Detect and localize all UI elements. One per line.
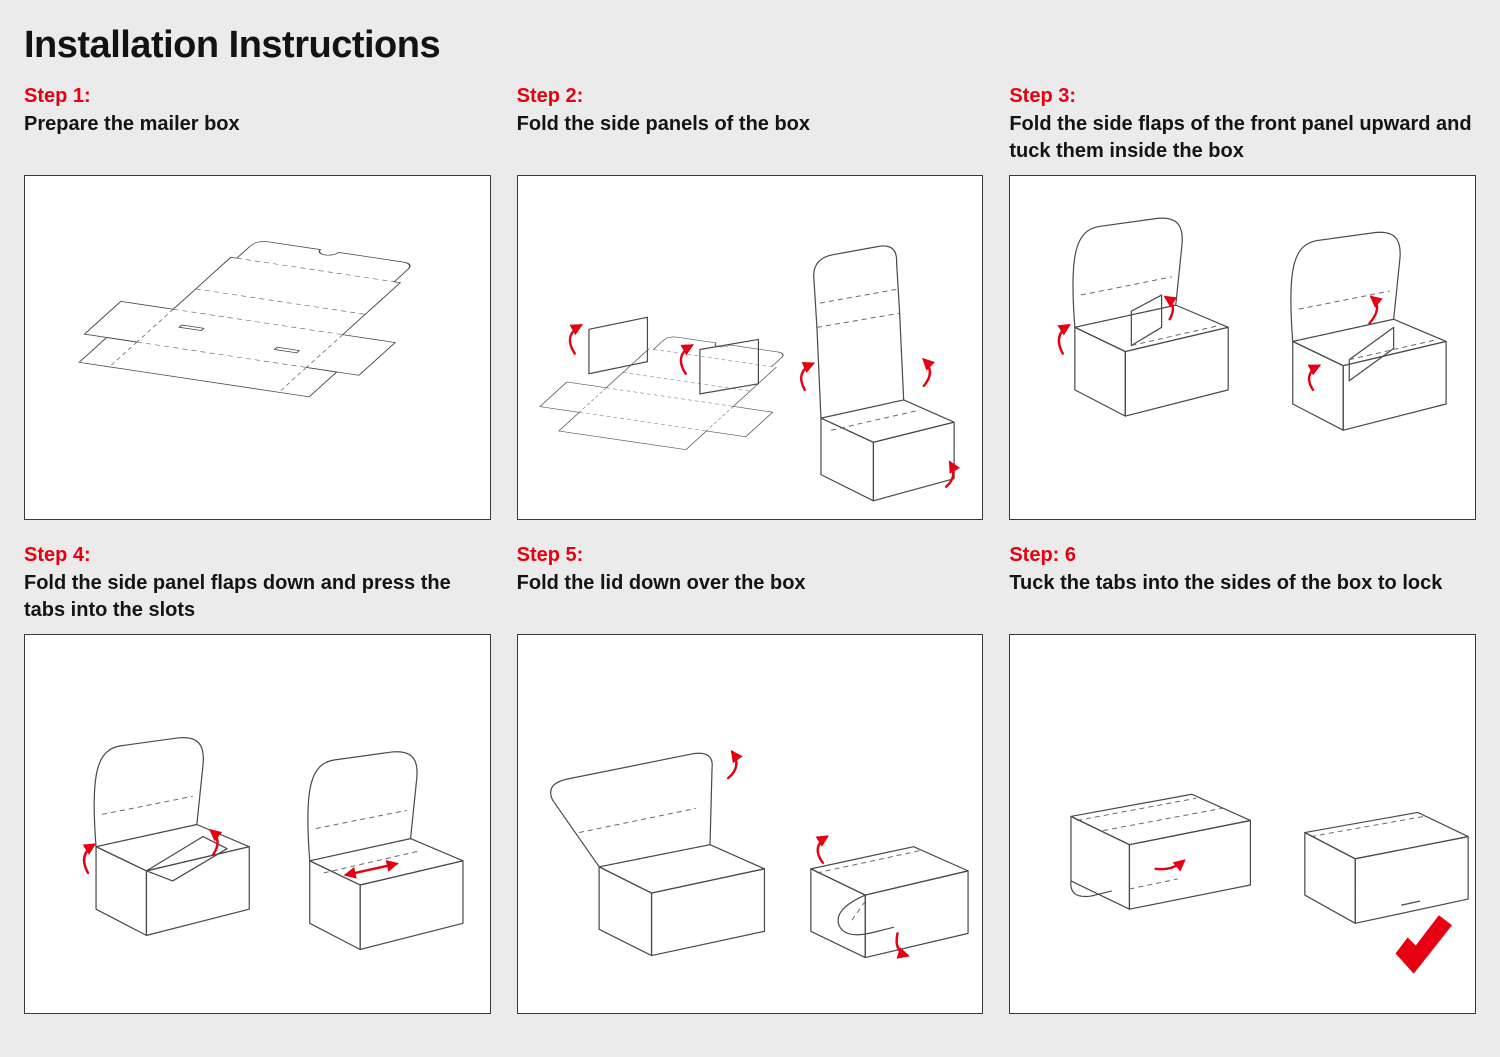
closed-box-tab-tucking [1070, 793, 1252, 910]
step-2: Step 2: Fold the side panels of the box [516, 83, 984, 520]
raised-side-panels [587, 316, 759, 395]
finished-closed-box [1304, 811, 1470, 924]
fold-arrow-icon [1307, 364, 1322, 392]
step-4-panel [24, 634, 491, 1014]
step-2-description: Fold the side panels of the box [516, 113, 811, 135]
step-3-label: Step 3: [1009, 85, 1077, 107]
step-1: Step 1: Prepare the mailer box [24, 83, 491, 520]
step-4-illustration [82, 737, 464, 951]
flat-dieline [78, 241, 411, 398]
step-2-header: Step 2: Fold the side panels of the box [517, 83, 984, 175]
step-2-panel [516, 175, 984, 520]
step-4-header: Step 4: Fold the side panel flaps down a… [24, 542, 491, 634]
open-box-right [1290, 231, 1448, 431]
step-6-description: Tuck the tabs into the sides of the box … [1009, 572, 1443, 594]
fold-arrow-icon [1163, 295, 1178, 321]
fold-arrow-icon [1368, 295, 1384, 325]
steps-row-1: Step 1: Prepare the mailer box [24, 83, 1476, 520]
fold-arrow-icon [679, 344, 694, 375]
fold-arrow-icon [944, 460, 960, 488]
tuck-tab-arrow-icon [1154, 859, 1187, 872]
step-5-description: Fold the lid down over the box [516, 572, 806, 594]
step-6-label: Step: 6 [1009, 544, 1077, 566]
step-1-label: Step 1: [24, 85, 91, 107]
step-1-header: Step 1: Prepare the mailer box [24, 83, 491, 175]
half-formed-box [812, 245, 955, 502]
open-box-left [1072, 217, 1230, 417]
fold-arrow-icon [815, 835, 829, 865]
step-3-illustration [1057, 217, 1448, 431]
step-1-description: Prepare the mailer box [24, 113, 240, 135]
step-5-illustration [549, 749, 969, 959]
step-3-description: Fold the side flaps of the front panel u… [1009, 113, 1472, 162]
step-6-panel [1009, 634, 1476, 1014]
step-4-label: Step 4: [24, 544, 91, 566]
step-5-header: Step 5: Fold the lid down over the box [517, 542, 984, 634]
step-1-illustration [78, 241, 411, 398]
press-tabs-arrow-icon [343, 859, 399, 879]
open-box-flap-folding [93, 737, 250, 936]
box-lid-closing [549, 752, 765, 957]
step-4: Step 4: Fold the side panel flaps down a… [24, 542, 491, 1014]
steps-row-2: Step 4: Fold the side panel flaps down a… [24, 542, 1476, 1014]
step-5-panel [516, 634, 984, 1014]
step-1-panel [24, 175, 491, 520]
fold-arrow-icon [82, 843, 97, 875]
page-title: Installation Instructions [24, 24, 441, 66]
dieline-folding [539, 336, 784, 450]
step-4-description: Fold the side panel flaps down and press… [24, 572, 451, 621]
fold-arrow-icon [726, 749, 743, 780]
step-3-panel [1009, 175, 1476, 520]
checkmark-icon [1395, 915, 1453, 974]
box-lid-closed-tongue-out [809, 846, 969, 959]
step-6-header: Step: 6 Tuck the tabs into the sides of … [1009, 542, 1476, 634]
step-6: Step: 6 Tuck the tabs into the sides of … [1009, 542, 1476, 1014]
step-2-label: Step 2: [516, 85, 584, 107]
fold-arrow-icon [209, 829, 223, 856]
fold-arrow-icon [799, 362, 815, 392]
open-box-flaps-pressed [307, 751, 464, 951]
fold-arrow-icon [921, 357, 935, 388]
fold-arrow-icon [1057, 324, 1072, 355]
step-3-header: Step 3: Fold the side flaps of the front… [1009, 83, 1476, 175]
step-6-illustration [1070, 793, 1470, 974]
step-5-label: Step 5: [516, 544, 584, 566]
fold-arrow-icon [568, 324, 583, 355]
step-3: Step 3: Fold the side flaps of the front… [1009, 83, 1476, 520]
step-5: Step 5: Fold the lid down over the box [516, 542, 984, 1014]
step-2-illustration [539, 245, 960, 502]
fold-arrow-icon [895, 932, 910, 959]
